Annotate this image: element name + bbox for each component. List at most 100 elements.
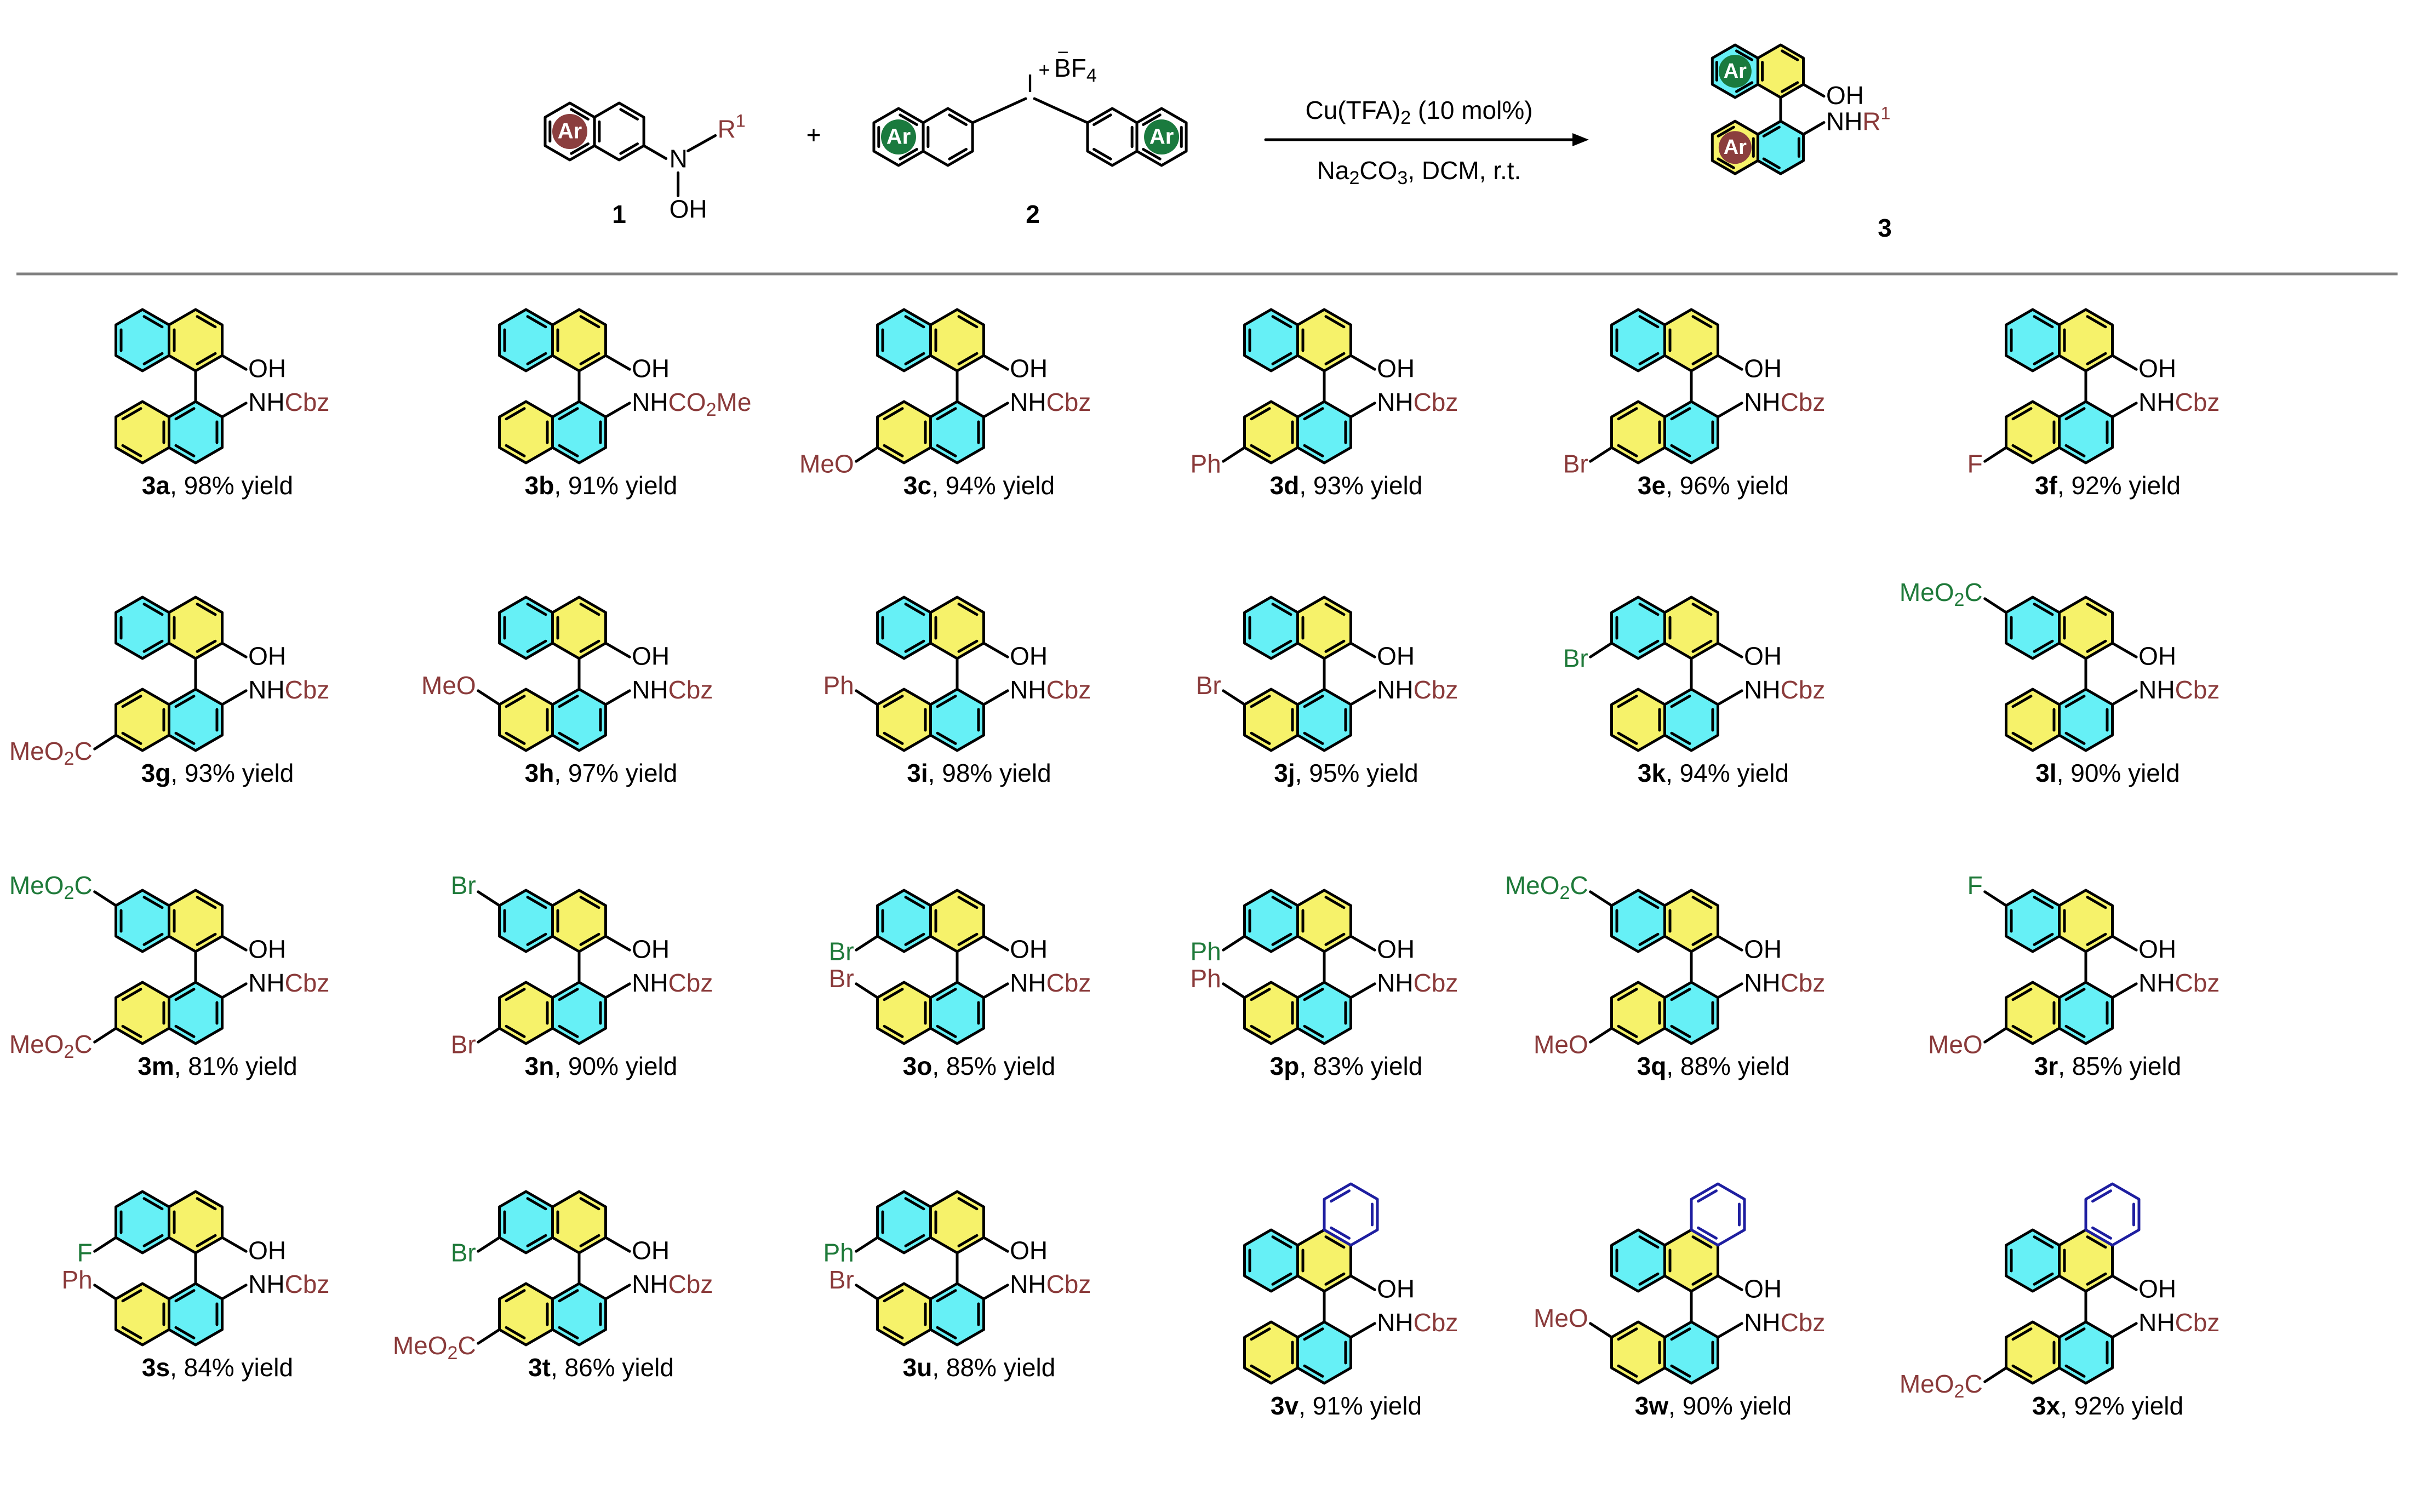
double-bond-line: [2086, 1272, 2107, 1286]
double-bond-line: [142, 352, 164, 365]
double-bond-line: [142, 639, 164, 653]
substituent-bond: [477, 1328, 501, 1345]
compound-id: 3e: [1638, 471, 1666, 500]
bottom-naph-ring-a: [498, 688, 554, 752]
ar-circle-icon: [1144, 119, 1180, 154]
bottom-naph-ring-a: [876, 400, 932, 465]
top-naph-ring-a: [1243, 1228, 1299, 1293]
compound-id: 3t: [528, 1353, 551, 1382]
double-bond-line: [1271, 1235, 1292, 1249]
double-bond-line: [196, 352, 217, 365]
bottom-naph-ring-a: [2005, 981, 2061, 1045]
double-bond-line: [1697, 1189, 1718, 1203]
product-caption: 3l, 90% yield: [2035, 759, 2180, 787]
substituent-bond: [1222, 982, 1246, 999]
benzo-ring: [2084, 1182, 2141, 1247]
substituent-label: Ph: [823, 1238, 854, 1267]
substituent-bond: [1983, 446, 2008, 463]
double-bond-line: [2064, 1364, 2086, 1378]
top-naph-ring-b: [1663, 889, 1719, 953]
benzo-ring: [1690, 1182, 1746, 1247]
double-bond-line: [579, 896, 600, 909]
double-bond-line: [558, 407, 579, 421]
bottom-naph-ring-b: [929, 400, 985, 465]
double-bond-line: [174, 731, 196, 745]
double-bond-line: [883, 407, 904, 421]
substituent-bond: [477, 890, 501, 907]
top-naph-ring-a: [1243, 308, 1299, 373]
yield: , 93% yield: [1299, 471, 1422, 500]
double-bond-line: [142, 932, 164, 946]
double-bond-line: [1330, 1226, 1351, 1240]
yield: , 84% yield: [170, 1353, 293, 1382]
bottom-naph-ring-a: [498, 400, 554, 465]
double-bond-line: [558, 1024, 579, 1038]
compound-id: 3h: [525, 759, 554, 787]
bottom-naph-ring-a: [1243, 400, 1299, 465]
oh-bond: [1716, 354, 1743, 371]
top-naph-ring-b: [1296, 308, 1352, 373]
double-bond-line: [121, 695, 142, 708]
nh-bond: [1716, 982, 1743, 999]
yield: , 90% yield: [1668, 1391, 1792, 1420]
nh-bond: [604, 402, 631, 419]
double-bond-line: [505, 407, 526, 421]
double-bond-line: [121, 731, 142, 745]
bond: [971, 97, 1027, 124]
yield: , 95% yield: [1295, 759, 1418, 787]
double-bond-line: [948, 148, 968, 161]
substituent-bond: [477, 1236, 501, 1253]
bottom-naph-ring-a: [1243, 1320, 1299, 1385]
bottom-naph-ring-b: [1296, 400, 1352, 465]
double-bond-line: [579, 315, 600, 329]
amide-label: NHCbz: [1377, 969, 1458, 997]
substituent-label: Br: [451, 871, 476, 900]
substituent-label: MeO2C: [9, 737, 93, 769]
bottom-naph-ring-b: [167, 400, 224, 465]
oh-label: OH: [1377, 354, 1415, 382]
substituent-label: MeO2C: [1900, 1370, 1983, 1402]
nh-bond: [220, 402, 248, 419]
amide-label: NHCbz: [632, 969, 713, 997]
compound-id: 3p: [1270, 1052, 1300, 1080]
double-bond-line: [957, 1234, 979, 1247]
substituent-label: Br: [1196, 671, 1221, 700]
amide-label: NHCbz: [632, 675, 713, 704]
substituent-bond: [1589, 1322, 1614, 1339]
nh-bond: [1349, 1322, 1376, 1339]
product-caption: 3p, 83% yield: [1270, 1052, 1423, 1080]
bottom-naph-ring-b: [1296, 1320, 1352, 1385]
compound-id: 3i: [907, 759, 928, 787]
bottom-naph-ring-b: [2057, 1320, 2114, 1385]
double-bond-line: [904, 639, 925, 653]
double-bond-line: [936, 1024, 957, 1038]
bottom-naph-ring-b: [551, 400, 607, 465]
nh-bond: [220, 982, 248, 999]
double-bond-line: [1324, 315, 1346, 329]
double-bond-line: [883, 444, 904, 457]
bottom-naph-ring-a: [2005, 400, 2061, 465]
compound-id: 3w: [1635, 1391, 1669, 1420]
compound-id: 3v: [1271, 1391, 1299, 1420]
double-bond-line: [904, 352, 925, 365]
ar-label: Ar: [1724, 136, 1747, 159]
double-bond-line: [526, 1234, 547, 1247]
bottom-naph-ring-a: [1610, 1320, 1666, 1385]
yield: , 88% yield: [932, 1353, 1055, 1382]
nh-bond: [2110, 982, 2138, 999]
oh-label: OH: [1377, 1274, 1415, 1303]
substituent-bond: [93, 1027, 118, 1044]
product-caption: 3a, 98% yield: [142, 471, 293, 500]
bottom-naph-ring-b: [551, 1282, 607, 1347]
bottom-naph-ring-a: [876, 1282, 932, 1347]
double-bond-line: [1271, 315, 1292, 329]
double-bond-line: [505, 988, 526, 1001]
oh-label: OH: [248, 1236, 286, 1264]
double-bond-line: [558, 444, 579, 457]
double-bond-line: [936, 1289, 957, 1303]
amide-label: NHCbz: [2138, 675, 2219, 704]
oh-label: OH: [248, 935, 286, 963]
